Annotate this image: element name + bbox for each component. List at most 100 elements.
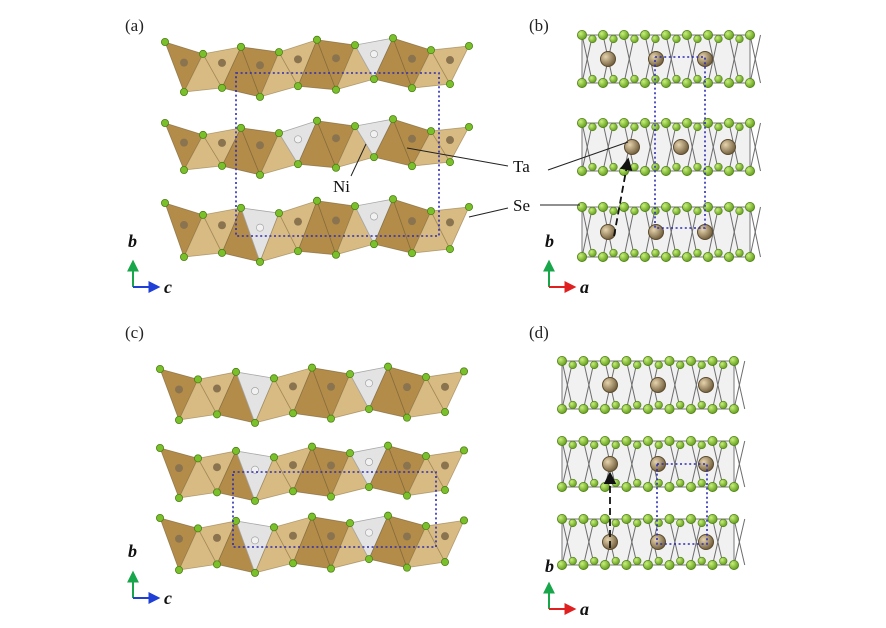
bond-line bbox=[686, 206, 698, 258]
se-atom bbox=[255, 170, 264, 179]
se-atom bbox=[745, 251, 756, 262]
se-atom bbox=[619, 78, 630, 89]
se-atom bbox=[568, 400, 577, 410]
se-atom bbox=[735, 206, 744, 216]
se-atom bbox=[703, 118, 714, 129]
se-atom bbox=[217, 83, 226, 92]
bond-line bbox=[749, 122, 761, 172]
se-atom bbox=[578, 514, 589, 525]
se-atom bbox=[640, 251, 651, 262]
se-atom bbox=[557, 403, 568, 414]
ta-atom bbox=[650, 534, 666, 550]
se-atom bbox=[459, 516, 468, 525]
ta-atom bbox=[720, 139, 736, 155]
se-atom bbox=[661, 251, 672, 262]
se-atom bbox=[590, 556, 599, 566]
panel-label-b: (b) bbox=[529, 16, 549, 35]
se-atom bbox=[640, 201, 651, 212]
se-atom bbox=[630, 206, 639, 216]
panel-d-structure bbox=[557, 355, 746, 571]
se-atom bbox=[217, 161, 226, 170]
se-atom bbox=[682, 201, 693, 212]
ta-atom bbox=[408, 217, 416, 226]
se-atom bbox=[236, 203, 245, 212]
ta-atom bbox=[408, 134, 416, 143]
bond-line bbox=[581, 34, 593, 84]
se-atom bbox=[364, 405, 373, 414]
se-atom bbox=[693, 206, 702, 216]
se-atom bbox=[661, 201, 672, 212]
panel-label-c: (c) bbox=[125, 323, 144, 342]
se-atom bbox=[707, 435, 718, 446]
se-atom bbox=[578, 560, 589, 571]
se-atom bbox=[661, 29, 672, 40]
se-atom bbox=[388, 34, 397, 43]
bond-line bbox=[733, 360, 746, 410]
se-atom bbox=[590, 478, 599, 488]
bond-line bbox=[707, 34, 719, 84]
bond-line bbox=[665, 122, 677, 172]
se-atom bbox=[577, 201, 588, 212]
se-atom bbox=[369, 75, 378, 84]
ta-atom bbox=[446, 218, 454, 227]
ni-atom bbox=[370, 212, 378, 221]
se-atom bbox=[236, 42, 245, 51]
se-atom bbox=[621, 514, 632, 525]
se-atom bbox=[307, 442, 316, 451]
se-atom bbox=[598, 251, 609, 262]
bond-line bbox=[602, 122, 614, 172]
bond-line bbox=[728, 206, 740, 258]
se-atom bbox=[402, 413, 411, 422]
ta-atom bbox=[180, 58, 188, 67]
se-atom bbox=[179, 165, 188, 174]
panel-b-structure bbox=[577, 29, 761, 262]
se-atom bbox=[611, 478, 620, 488]
se-atom bbox=[664, 560, 675, 571]
se-atom bbox=[464, 41, 473, 50]
se-atom bbox=[193, 454, 202, 463]
se-atom bbox=[724, 118, 735, 129]
se-atom bbox=[654, 400, 663, 410]
ni-atom bbox=[365, 379, 373, 388]
se-atom bbox=[598, 201, 609, 212]
se-atom bbox=[697, 556, 706, 566]
se-atom bbox=[364, 555, 373, 564]
ni-atom bbox=[251, 536, 259, 545]
bond-line bbox=[665, 206, 677, 258]
se-atom bbox=[590, 360, 599, 370]
se-atom bbox=[293, 247, 302, 256]
ta-atom bbox=[648, 51, 664, 67]
ta-atom bbox=[327, 532, 335, 541]
se-atom bbox=[714, 162, 723, 172]
ta-atom bbox=[294, 55, 302, 64]
se-atom bbox=[697, 518, 706, 528]
ni-label: Ni bbox=[333, 177, 350, 196]
se-atom bbox=[697, 360, 706, 370]
se-atom bbox=[676, 440, 685, 450]
se-atom bbox=[345, 370, 354, 379]
se-atom bbox=[643, 514, 654, 525]
se-atom bbox=[640, 165, 651, 176]
se-atom bbox=[600, 514, 611, 525]
se-atom bbox=[619, 251, 630, 262]
bond-line bbox=[644, 122, 656, 172]
se-atom bbox=[630, 162, 639, 172]
se-atom bbox=[250, 418, 259, 427]
se-atom bbox=[383, 441, 392, 450]
se-atom bbox=[557, 560, 568, 571]
se-atom bbox=[643, 355, 654, 366]
se-atom bbox=[577, 78, 588, 89]
ta-atom bbox=[175, 385, 183, 394]
ta-atom bbox=[256, 141, 264, 150]
se-atom bbox=[664, 435, 675, 446]
ta-polyhedron bbox=[430, 206, 470, 251]
se-atom bbox=[293, 82, 302, 91]
bond-line bbox=[690, 360, 703, 410]
ta-atom bbox=[289, 531, 297, 540]
ta-atom bbox=[289, 461, 297, 470]
se-atom bbox=[651, 34, 660, 44]
se-atom bbox=[640, 118, 651, 129]
se-atom bbox=[643, 435, 654, 446]
se-atom bbox=[707, 355, 718, 366]
se-atom bbox=[682, 78, 693, 89]
